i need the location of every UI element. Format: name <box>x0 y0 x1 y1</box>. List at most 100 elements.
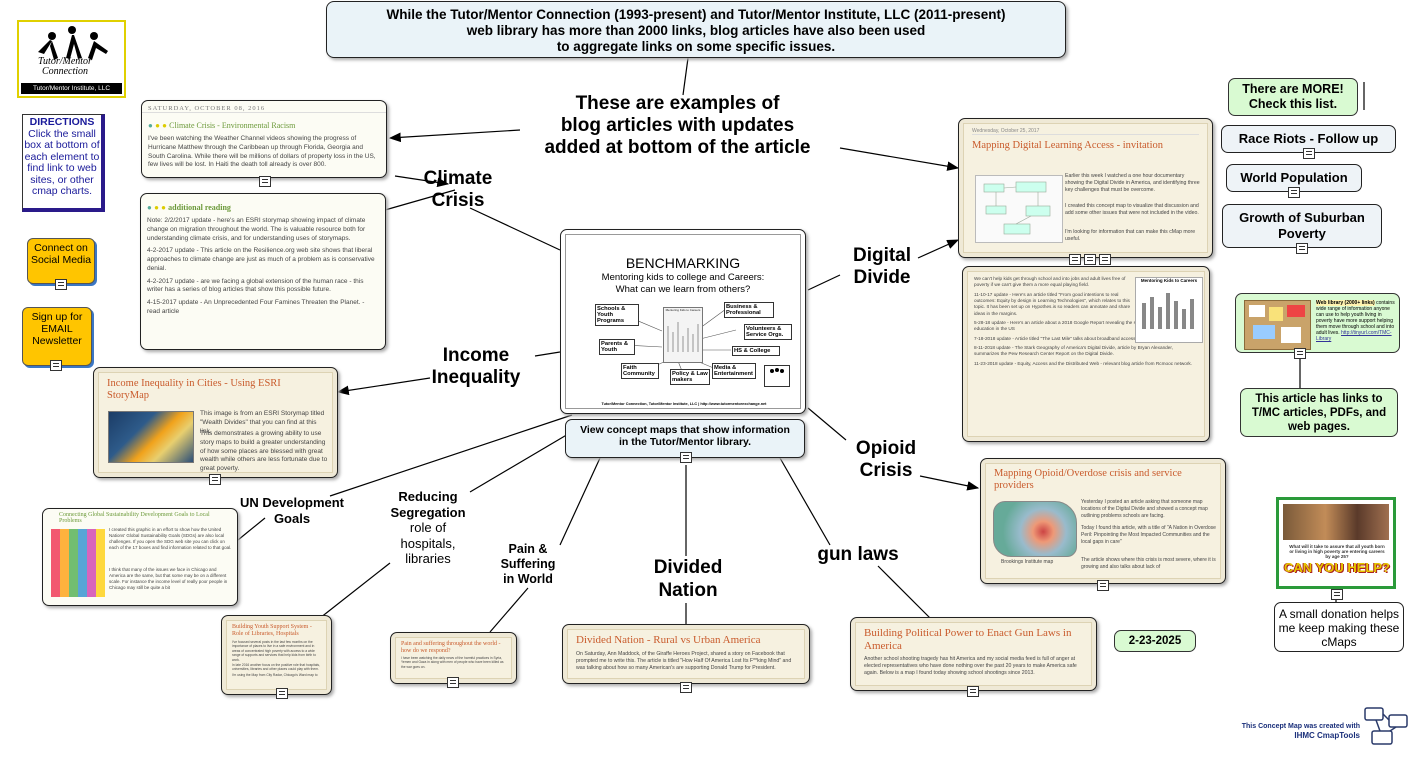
topic-seg-line-5: libraries <box>405 551 451 566</box>
people-figures-icon <box>38 26 108 60</box>
climate-to-center <box>469 207 561 251</box>
benchmarking-link-icon[interactable] <box>680 452 692 463</box>
header-line-3: to aggregate links on some specific issu… <box>556 39 836 54</box>
opioid-link-icon[interactable] <box>1097 580 1109 591</box>
gun-article-card[interactable]: Building Political Power to Enact Gun La… <box>850 617 1097 691</box>
suburban-poverty-label: Growth of Suburban Poverty <box>1239 210 1365 241</box>
digital-article-link-icon-3[interactable] <box>1099 254 1111 265</box>
world-population-link-icon[interactable] <box>1288 187 1300 198</box>
gun-article-inner: Building Political Power to Enact Gun La… <box>855 622 1092 686</box>
topic-un-line-2: Goals <box>273 511 311 526</box>
cmaptools-logo-icon <box>1364 707 1408 745</box>
digital-updates-inner: Mentoring Kids to Careers We can't help … <box>967 271 1205 437</box>
opioid-article-card[interactable]: Mapping Opioid/Overdose crisis and servi… <box>980 458 1226 584</box>
climate-reading-card[interactable]: ● ● ● additional reading Note: 2/2/2017 … <box>140 193 386 350</box>
cmaptools-credit[interactable]: This Concept Map was created with IHMC C… <box>1236 722 1360 740</box>
climate-reading-p2: 4-2-2017 update - This article on the Re… <box>147 247 375 272</box>
web-library-text: Web library (2000+ links) contains wide … <box>1316 300 1396 342</box>
income-article-card[interactable]: Income Inequality in Cities - Using ESRI… <box>93 367 338 478</box>
climate-arrow-in <box>394 175 450 188</box>
suburban-poverty-box[interactable]: Growth of Suburban Poverty <box>1222 204 1382 248</box>
climate-reading-p1: Note: 2/2/2017 update - here's an ESRI s… <box>147 217 366 242</box>
web-library-body: contains wide range of information anyon… <box>1316 300 1395 336</box>
directions-box: DIRECTIONS Click the small box at bottom… <box>22 114 105 212</box>
more-list-box[interactable]: There are MORE! Check this list. <box>1228 78 1358 116</box>
benchmarking-node-business: Business & Professional <box>724 302 774 318</box>
gun-to-article <box>877 565 931 619</box>
web-library-link[interactable]: http://tinyurl.com/TMC-Library <box>1316 330 1392 342</box>
digital-updates-p4: 8-11-2018 update - The Stark Geography o… <box>974 345 1174 357</box>
topic-climate-crisis: Climate Crisis <box>408 168 508 212</box>
donation-box[interactable]: A small donation helps me keep making th… <box>1274 602 1404 652</box>
income-article-title: Income Inequality in Cities - Using ESRI… <box>107 378 281 402</box>
digital-map-thumbnail <box>975 175 1063 243</box>
logo-org: Tutor/Mentor Institute, LLC <box>21 83 122 94</box>
digital-article-title: Mapping Digital Learning Access - invita… <box>972 140 1163 151</box>
segregation-link-icon[interactable] <box>276 688 288 699</box>
social-link-icon[interactable] <box>55 279 67 290</box>
examples-line-2: blog articles with updates <box>560 115 795 136</box>
center-to-segregation <box>469 429 576 493</box>
segregation-article-card[interactable]: Building Youth Support System - Role of … <box>221 615 332 695</box>
logo-name: Tutor/Mentor Connection <box>38 56 92 77</box>
benchmarking-map[interactable]: BENCHMARKING Mentoring kids to college a… <box>560 229 806 414</box>
pain-link-icon[interactable] <box>447 677 459 688</box>
gun-article-body: Another school shooting tragedy has hit … <box>864 656 1077 677</box>
topic-digital-line-1: Digital <box>852 245 912 266</box>
digital-article-card[interactable]: Wednesday, October 25, 2017 Mapping Digi… <box>958 118 1213 258</box>
map-thumbnail <box>108 411 194 463</box>
digital-updates-p1: 11-10-17 update - Here's an article titl… <box>974 291 1131 316</box>
topic-divided-nation: Divided Nation <box>628 556 748 602</box>
divided-article-inner: Divided Nation - Rural vs Urban America … <box>567 629 805 679</box>
article-links-label: This article has links to T/MC articles,… <box>1251 393 1387 433</box>
poster-image[interactable]: What will it take to assure that all you… <box>1276 497 1396 589</box>
digital-article-link-icon-1[interactable] <box>1069 254 1081 265</box>
poster-text-1: What will it take to assure that all you… <box>1289 544 1385 559</box>
opioid-article-p2: Today I found this article, with a title… <box>1081 525 1216 545</box>
date-stamp: 2-23-2025 <box>1114 630 1196 652</box>
suburban-poverty-link-icon[interactable] <box>1296 243 1308 254</box>
topic-seg-line-2: Segregation <box>390 504 466 520</box>
race-riots-link-icon[interactable] <box>1303 148 1315 159</box>
divided-article-card[interactable]: Divided Nation - Rural vs Urban America … <box>562 624 810 684</box>
digital-updates-card[interactable]: Mentoring Kids to Careers We can't help … <box>962 266 1210 442</box>
climate-reading-p3: 4-2-2017 update - are we facing a global… <box>147 277 364 294</box>
benchmarking-node-schools: Schools & Youth Programs <box>595 304 639 326</box>
topic-climate-line-1: Climate <box>423 168 493 189</box>
gun-link-icon[interactable] <box>967 686 979 697</box>
benchmarking-caption-1: View concept maps that show information <box>580 424 790 436</box>
climate-article-card[interactable]: SATURDAY, OCTOBER 08, 2016 ● ● ● Climate… <box>141 100 387 178</box>
benchmarking-node-hs: HS & College <box>732 346 780 356</box>
climate-to-reading <box>384 189 456 211</box>
web-library-link-icon[interactable] <box>1294 348 1306 359</box>
date-stamp-label: 2-23-2025 <box>1128 635 1182 647</box>
poster-link-icon[interactable] <box>1331 589 1343 600</box>
social-media-button[interactable]: Connect on Social Media <box>27 238 95 284</box>
mini-chart-icon <box>667 322 699 352</box>
segregation-article-p3: I'm using the Map from City Radar, Chica… <box>232 672 318 677</box>
us-map-thumbnail <box>993 501 1077 557</box>
income-article-link-icon[interactable] <box>209 474 221 485</box>
topic-pain-line-3: in World <box>503 572 553 586</box>
un-article-card[interactable]: Connecting Global Sustainability Develop… <box>42 508 238 606</box>
topic-opioid-line-2: Crisis <box>859 460 913 481</box>
mini-logo-icon <box>764 365 790 387</box>
donation-label: A small donation helps me keep making th… <box>1278 607 1400 649</box>
logo-box[interactable]: Tutor/Mentor Connection Tutor/Mentor Ins… <box>17 20 126 98</box>
web-library-box[interactable]: Web library (2000+ links) contains wide … <box>1235 293 1400 353</box>
topic-gun-laws: gun laws <box>798 544 918 566</box>
pain-to-article <box>489 587 529 633</box>
newsletter-button[interactable]: Sign up for EMAIL Newsletter <box>22 307 92 366</box>
divided-article-title: Divided Nation - Rural vs Urban America <box>576 634 761 646</box>
benchmarking-node-media: Media & Entertainment <box>712 363 756 379</box>
un-to-article <box>237 517 266 541</box>
digital-article-link-icon-2[interactable] <box>1084 254 1096 265</box>
divided-link-icon[interactable] <box>680 682 692 693</box>
opioid-article-inner: Mapping Opioid/Overdose crisis and servi… <box>985 463 1221 579</box>
pain-article-card[interactable]: Pain and suffering throughout the world … <box>390 632 517 684</box>
benchmarking-node-volunteers: Volunteers & Service Orgs. <box>744 324 792 340</box>
climate-article-link-icon[interactable] <box>259 176 271 187</box>
mini-bar-chart-icon <box>1142 293 1194 329</box>
newsletter-link-icon[interactable] <box>50 360 62 371</box>
